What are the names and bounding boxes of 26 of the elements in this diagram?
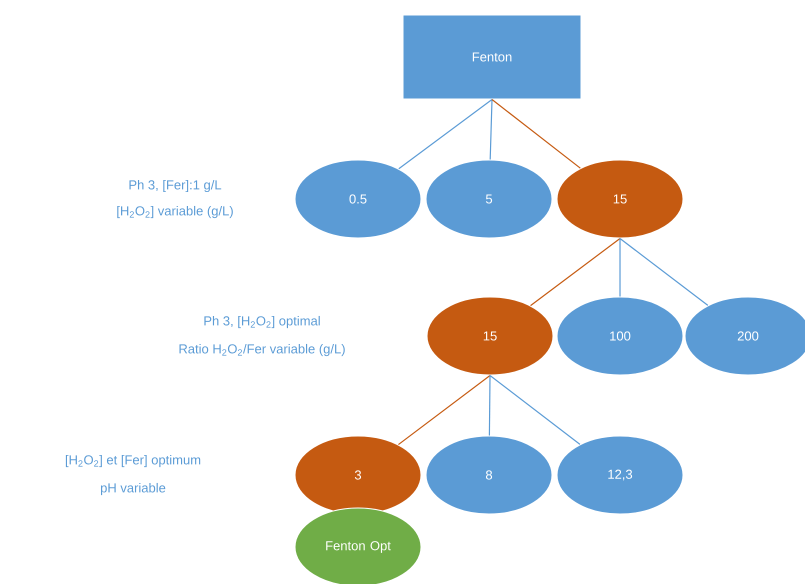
connector-line: [490, 99, 493, 160]
ellipse-node: 8: [426, 436, 552, 514]
level-label: Ph 3, [Fer]:1 g/L: [129, 180, 222, 192]
connector-line: [398, 99, 492, 170]
ellipse-node: 12,3: [556, 436, 684, 514]
connector-line: [620, 238, 708, 306]
connector-line: [398, 375, 490, 446]
ellipse-node: 15: [556, 160, 684, 238]
connector-line: [488, 376, 491, 436]
connector-line: [490, 375, 580, 445]
level-label: [H$_{2}$O$_{2}$] variable (g/L): [117, 206, 233, 218]
level-label: Ratio H$_{2}$O$_{2}$/Fer variable (g/L): [179, 344, 345, 356]
ellipse-node: 0.5: [294, 160, 422, 238]
connector-line: [492, 99, 581, 169]
level-label: [H$_{2}$O$_{2}$] et [Fer] optimum: [66, 454, 200, 468]
process-box: Fenton: [402, 14, 582, 100]
level-label: Ph 3, [H$_{2}$O$_{2}$] optimal: [204, 316, 320, 328]
ellipse-node: 200: [684, 296, 805, 376]
connector-line: [619, 238, 621, 296]
ellipse-node: 100: [556, 296, 684, 376]
ellipse-node: 3: [294, 436, 422, 514]
level-label: pH variable: [100, 482, 166, 496]
ellipse-node: 15: [426, 296, 554, 376]
ellipse-node: Fenton Opt: [294, 508, 422, 584]
connector-line: [530, 238, 620, 306]
ellipse-node: 5: [426, 160, 552, 238]
